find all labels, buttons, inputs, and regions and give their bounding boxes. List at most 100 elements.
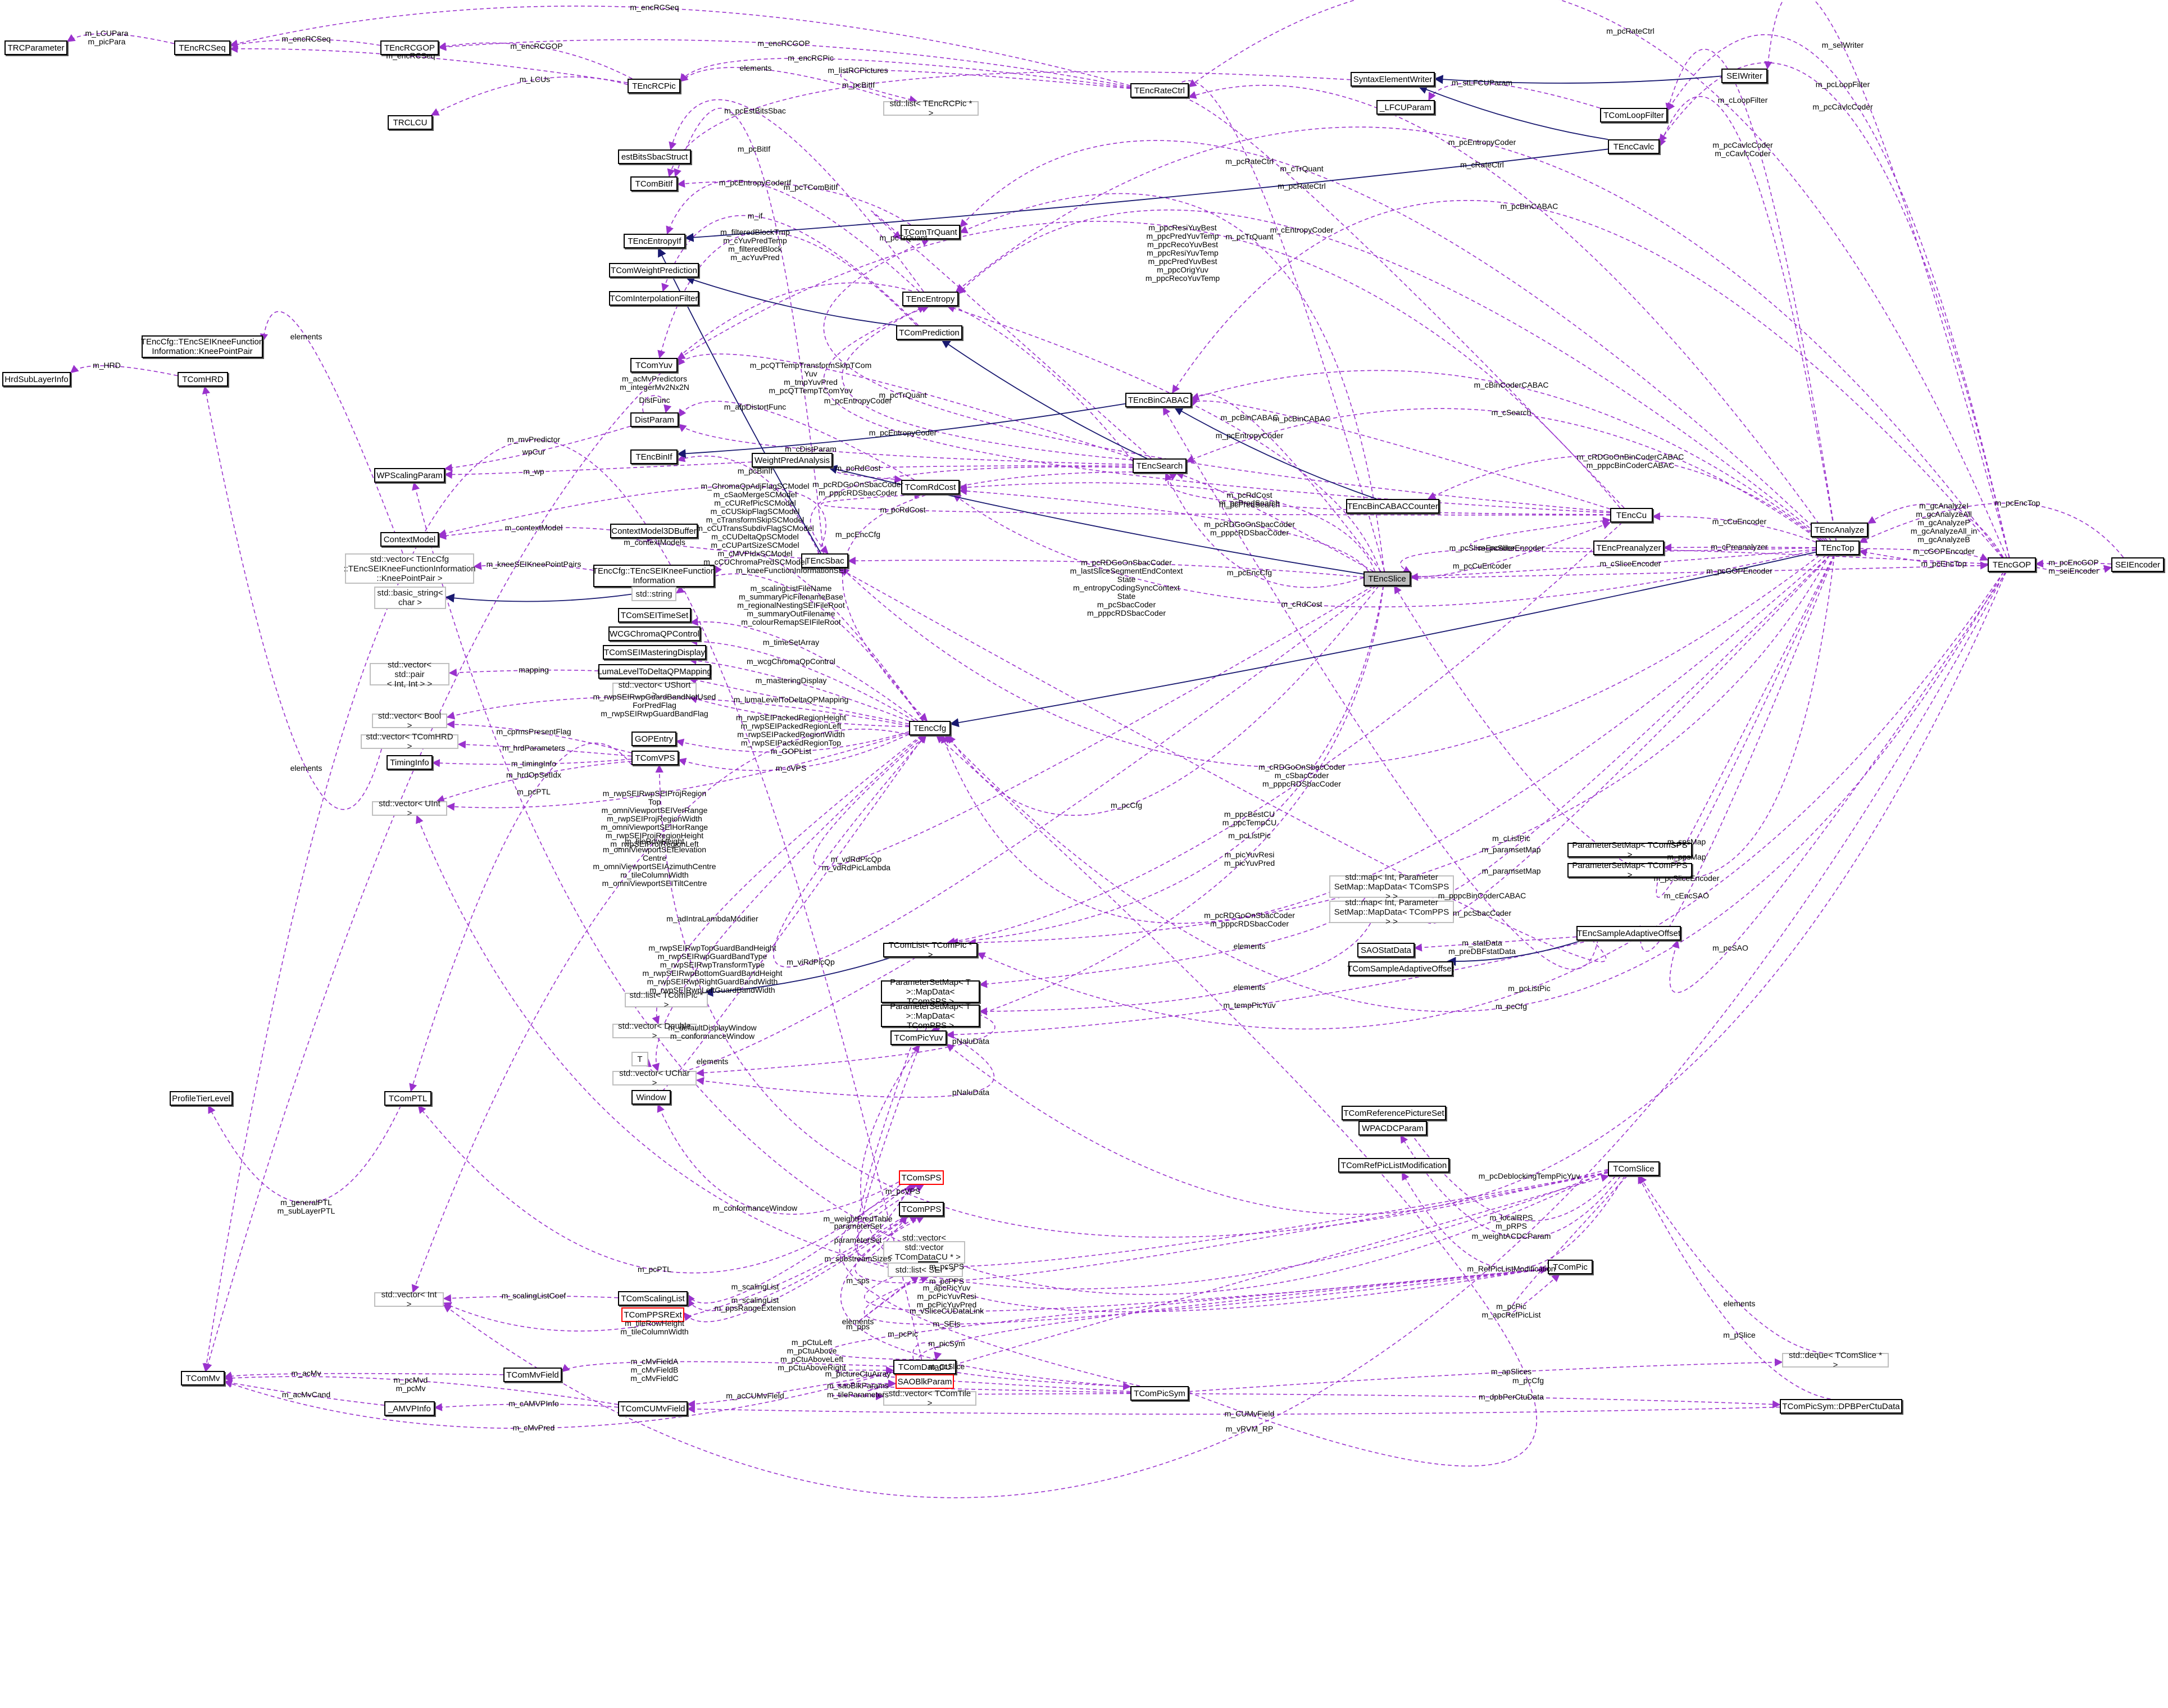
class-node-tcomweightprediction[interactable]: TComWeightPrediction	[609, 263, 699, 278]
class-node-tenctop[interactable]: TEncTop	[1816, 540, 1860, 555]
class-node-tencslice[interactable]: TEncSlice	[1363, 571, 1411, 586]
class-node-kneefunctioninformation[interactable]: TEncCfg::TEncSEIKneeFunction Information	[593, 565, 715, 587]
class-node-tencratectrl[interactable]: TEncRateCtrl	[1130, 83, 1189, 98]
class-node-tcomreferencepictureset[interactable]: TComReferencePictureSet	[1342, 1106, 1446, 1120]
class-node-tcomscalinglist[interactable]: TComScalingList	[618, 1291, 688, 1306]
class-node-trcparameter[interactable]: TRCParameter	[4, 40, 67, 55]
class-node-tcommv[interactable]: TComMv	[181, 1371, 225, 1386]
class-node-stdvecvectcomdatacu[interactable]: std::vector< std::vector < TComDataCU * …	[883, 1233, 965, 1271]
class-node-basicstring[interactable]: std::basic_string< char >	[374, 587, 446, 609]
usage-edge	[1635, 555, 1835, 952]
class-node-tcomloopfilter[interactable]: TComLoopFilter	[1600, 108, 1667, 122]
class-node-tcompic[interactable]: TComPic	[1548, 1260, 1593, 1274]
class-node-stdvectcomtile[interactable]: std::vector< TComTile >	[883, 1389, 976, 1408]
class-node-stdlisttcompic[interactable]: std::list< TComPic * >	[625, 991, 708, 1010]
class-node-stdmapsps[interactable]: std::map< Int, Parameter SetMap::MapData…	[1329, 873, 1454, 901]
class-node-seiencoder[interactable]: SEIEncoder	[2111, 557, 2164, 572]
class-node-tcomsps[interactable]: TComSPS	[899, 1170, 944, 1185]
class-node-tenccu[interactable]: TEncCu	[1610, 508, 1653, 523]
class-node-vecushort[interactable]: std::vector< UShort >	[612, 680, 697, 699]
class-node-tcomdatacu[interactable]: TComDataCU	[893, 1360, 956, 1374]
class-node-tcomseitimeset[interactable]: TComSEITimeSet	[618, 608, 691, 623]
class-node-parametersetmaptsps[interactable]: ParameterSetMap< T >::MapData< TComSPS >	[881, 978, 980, 1006]
class-node-vecuchar[interactable]: std::vector< UChar >	[612, 1069, 697, 1088]
class-node-parametersetmaptpps[interactable]: ParameterSetMap< T >::MapData< TComPPS >	[881, 1002, 980, 1030]
class-node-tcomrefpiclistmodification[interactable]: TComRefPicListModification	[1338, 1158, 1449, 1173]
class-node-vecpairintint[interactable]: std::vector< std::pair < Int, Int > >	[370, 660, 449, 689]
class-node-tcomppsrext[interactable]: TComPPSRExt	[621, 1307, 684, 1322]
class-node-stdlistsei[interactable]: std::list< SEI * >	[888, 1262, 963, 1277]
class-node-tcompicyuv[interactable]: TComPicYuv	[890, 1030, 947, 1045]
class-node-stdmappps[interactable]: std::map< Int, Parameter SetMap::MapData…	[1329, 898, 1454, 926]
class-node-tcomprediction[interactable]: TComPrediction	[896, 325, 962, 340]
class-node-tcominterpolationfilter[interactable]: TComInterpolationFilter	[609, 291, 699, 306]
class-node-tcomlisttcompic[interactable]: TComList< TComPic * >	[883, 941, 978, 960]
class-node-contextmodel[interactable]: ContextModel	[380, 532, 439, 547]
class-node-tcomyuv[interactable]: TComYuv	[630, 358, 678, 373]
class-node-seiwriter[interactable]: SEIWriter	[1721, 69, 1767, 83]
class-node-tencsearch[interactable]: TEncSearch	[1133, 458, 1187, 473]
class-node-tencanalyze[interactable]: TEncAnalyze	[1811, 523, 1868, 537]
class-node-tencentropyif[interactable]: TEncEntropyIf	[624, 234, 685, 248]
class-node-vecint[interactable]: std::vector< Int >	[374, 1290, 444, 1309]
class-node-tcompicsym[interactable]: TComPicSym	[1130, 1386, 1189, 1401]
class-node-tencsampleadaptiveoffset[interactable]: TEncSampleAdaptiveOffset	[1576, 926, 1681, 941]
class-node-tcommvfield[interactable]: TComMvField	[503, 1368, 562, 1382]
class-node-distparam[interactable]: DistParam	[630, 412, 679, 427]
class-node-tcombitif[interactable]: TComBitIf	[630, 176, 678, 191]
class-node-lumaleveltodeltaqpmapping[interactable]: LumaLevelToDeltaQPMapping	[597, 664, 712, 679]
class-node-tcomrdcost[interactable]: TComRdCost	[901, 480, 960, 494]
class-node-stddequetcomslice[interactable]: std::deque< TComSlice * >	[1782, 1351, 1889, 1370]
class-node-vecdouble[interactable]: std::vector< Double >	[612, 1021, 697, 1041]
class-node-weightpredanalysis[interactable]: WeightPredAnalysis	[752, 453, 833, 467]
class-node-tencentropy[interactable]: TEncEntropy	[902, 292, 958, 306]
class-node-parametersetmappps[interactable]: ParameterSetMap< TComPPS >	[1567, 861, 1692, 880]
class-node-trclcu[interactable]: TRCLCU	[388, 115, 433, 130]
class-node-timinginfo[interactable]: TimingInfo	[387, 755, 433, 770]
class-node-vecbool[interactable]: std::vector< Bool >	[372, 711, 447, 730]
class-node-tencsbac[interactable]: TEncSbac	[801, 553, 848, 568]
class-node-wpscalingparam[interactable]: WPScalingParam	[374, 468, 445, 483]
class-node-kneepointpair[interactable]: TEncCfg::TEncSEIKneeFunction Information…	[141, 335, 263, 358]
class-node-t[interactable]: T	[631, 1052, 648, 1066]
class-node-tcomsampleadaptiveoffset[interactable]: TComSampleAdaptiveOffset	[1347, 961, 1454, 976]
class-node-veckneepointpair[interactable]: std::vector< TEncCfg ::TEncSEIKneeFuncti…	[343, 553, 476, 584]
class-node-estbitssbacstruct[interactable]: estBitsSbacStruct	[618, 149, 691, 164]
class-node-tencgop[interactable]: TEncGOP	[1988, 557, 2036, 572]
class-node-tcomslice[interactable]: TComSlice	[1608, 1161, 1660, 1176]
class-node-contextmodel3dbuffer[interactable]: ContextModel3DBuffer	[610, 524, 698, 538]
class-node-tencbinif[interactable]: TEncBinIf	[630, 449, 678, 464]
class-node-vectcomhrd[interactable]: std::vector< TComHRD >	[361, 732, 458, 751]
class-node-stdstring[interactable]: std::string	[631, 587, 676, 601]
class-node-window[interactable]: Window	[631, 1090, 671, 1105]
class-node-tencbincabaccounter[interactable]: TEncBinCABACCounter	[1346, 499, 1439, 514]
class-node-tenccavlc[interactable]: TEncCavlc	[1608, 139, 1660, 154]
class-node-gopentry[interactable]: GOPEntry	[631, 732, 676, 746]
class-node-syntaxelementwriter[interactable]: SyntaxElementWriter	[1351, 72, 1435, 87]
class-node-tencrcpic[interactable]: TEncRCPic	[628, 79, 680, 93]
class-node-dpbperctudata[interactable]: TComPicSym::DPBPerCtuData	[1780, 1399, 1902, 1414]
class-node-wcgchromaqpcontrol[interactable]: WCGChromaQPControl	[608, 626, 701, 641]
class-node-tcomseimasteringdisplay[interactable]: TComSEIMasteringDisplay	[603, 645, 706, 660]
class-node-tenccfg[interactable]: TEncCfg	[909, 721, 951, 735]
class-node-saostatdata[interactable]: SAOStatData	[1357, 943, 1415, 957]
class-node-tcomhrd[interactable]: TComHRD	[178, 372, 228, 387]
class-node-stdlisttencrcpic[interactable]: std::list< TEncRCPic * >	[883, 99, 979, 118]
class-node-hrdsublayerinfo[interactable]: HrdSubLayerInfo	[2, 372, 71, 387]
class-node-tencpreanalyzer[interactable]: TEncPreanalyzer	[1593, 540, 1664, 555]
class-node-tcomcumvfield[interactable]: TComCUMvField	[618, 1401, 688, 1416]
class-node-profiletierlevel[interactable]: ProfileTierLevel	[170, 1091, 233, 1106]
class-node-lfcuparam[interactable]: _LFCUParam	[1376, 100, 1435, 115]
class-node-vecuint[interactable]: std::vector< UInt >	[372, 799, 447, 818]
class-node-tcomtrquant[interactable]: TComTrQuant	[901, 225, 960, 239]
class-node-tencrcseq[interactable]: TEncRCSeq	[174, 40, 230, 55]
class-node-amvpinfo[interactable]: _AMVPInfo	[384, 1401, 435, 1416]
class-node-parametersetmapsps[interactable]: ParameterSetMap< TComSPS >	[1567, 841, 1692, 860]
class-node-tcompps[interactable]: TComPPS	[899, 1202, 944, 1216]
class-node-saoblkparam[interactable]: SAOBlkParam	[896, 1374, 954, 1389]
class-node-wpacdcparam[interactable]: WPACDCParam	[1358, 1121, 1427, 1135]
class-node-tencbincabac[interactable]: TEncBinCABAC	[1125, 393, 1192, 407]
class-node-tencrcgop[interactable]: TEncRCGOP	[380, 40, 439, 55]
class-node-tcomptl[interactable]: TComPTL	[384, 1091, 431, 1106]
class-node-tcomvps[interactable]: TComVPS	[631, 751, 679, 765]
